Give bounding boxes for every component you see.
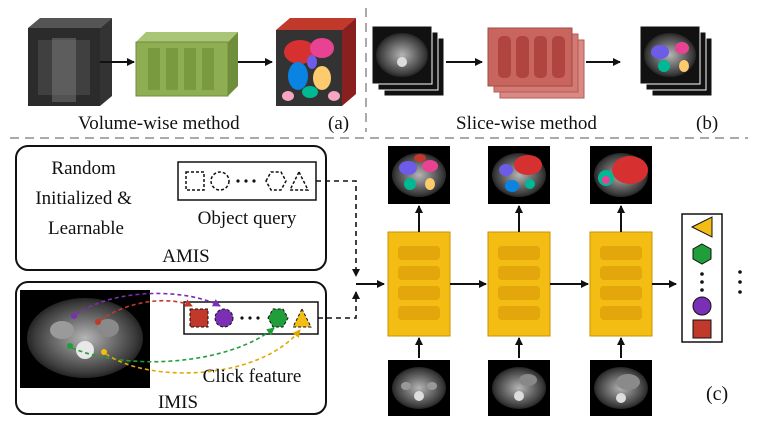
- square-icon: [692, 319, 712, 339]
- volume-input-cube: [28, 18, 112, 106]
- decoder-block-2: [487, 231, 551, 337]
- input-slice-2: [488, 360, 550, 416]
- circle-icon: [214, 308, 234, 328]
- hexagon-icon: [692, 243, 712, 265]
- object-query-box: [177, 161, 317, 201]
- slice-input-stack: [371, 25, 445, 97]
- click-point-red: [95, 319, 101, 325]
- slice-encoder-block: [487, 27, 585, 99]
- panel-a-label: Volume-wise method: [78, 113, 240, 134]
- click-feature-box: [183, 301, 319, 335]
- amis-description: Random Initialized & Learnable: [35, 158, 136, 239]
- hexagon-icon: [265, 171, 287, 191]
- decoder-block-3: [589, 231, 653, 337]
- volume-encoder-block: [135, 32, 238, 97]
- square-icon: [185, 171, 205, 191]
- panel-c-tag: (c): [706, 383, 728, 405]
- circle-icon: [692, 296, 712, 316]
- triangle-icon: [690, 216, 713, 238]
- imis-ct-image: [20, 290, 150, 388]
- hexagon-icon: [267, 308, 289, 328]
- panel-b-label: Slice-wise method: [456, 113, 597, 134]
- click-point-green: [67, 343, 73, 349]
- click-arrow-green: [71, 327, 275, 363]
- output-query-column: [681, 213, 723, 343]
- panel-a-tag: (a): [328, 113, 349, 134]
- click-arrow-yellow: [105, 329, 301, 374]
- click-arrow-purple: [75, 292, 221, 315]
- triangle-icon: [288, 170, 310, 191]
- click-point-purple: [71, 313, 77, 319]
- output-slice-1: [388, 146, 450, 204]
- input-slice-1: [388, 360, 450, 416]
- panel-b-tag: (b): [696, 113, 718, 134]
- input-slice-3: [590, 360, 652, 416]
- output-slice-2: [488, 146, 550, 204]
- click-point-yellow: [101, 349, 107, 355]
- imis-title: IMIS: [158, 392, 198, 413]
- object-query-label: Object query: [198, 208, 297, 229]
- slice-segmentation-stack: [639, 25, 713, 97]
- output-slice-3: [590, 146, 652, 204]
- query-connector: [316, 180, 360, 277]
- circle-icon: [210, 171, 230, 191]
- continuation-dots: [738, 270, 742, 294]
- square-icon: [189, 308, 209, 328]
- click-arrow-red: [99, 299, 193, 321]
- click-feature-label: Click feature: [203, 366, 302, 387]
- volume-segmentation-cube: [276, 18, 356, 106]
- click-connector: [318, 291, 360, 319]
- triangle-icon: [292, 307, 312, 328]
- amis-title: AMIS: [162, 246, 210, 267]
- decoder-block-1: [387, 231, 451, 337]
